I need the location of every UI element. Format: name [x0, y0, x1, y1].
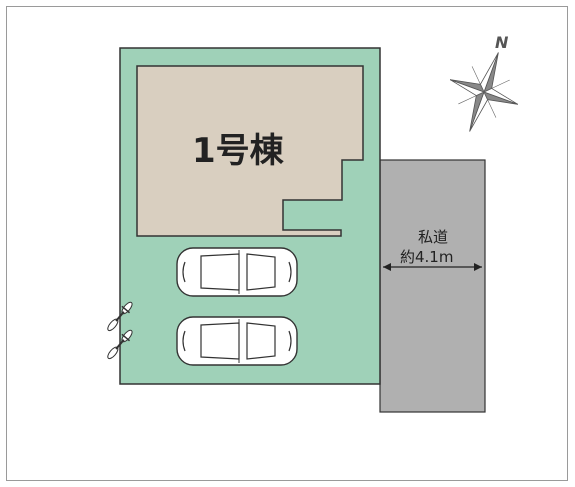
car-icon [176, 247, 298, 297]
road-name: 私道 [418, 228, 448, 246]
building-footprint [136, 65, 364, 237]
bicycle-icon [107, 301, 133, 332]
private-road [379, 159, 486, 413]
building-label: 1号棟 [192, 131, 285, 171]
compass-icon [449, 52, 519, 132]
bicycle-icon [107, 329, 133, 360]
road-width-dimension [383, 263, 482, 271]
car-icon [176, 316, 298, 366]
road-width: 約4.1m [400, 248, 453, 266]
compass-north-label: N [495, 33, 509, 52]
